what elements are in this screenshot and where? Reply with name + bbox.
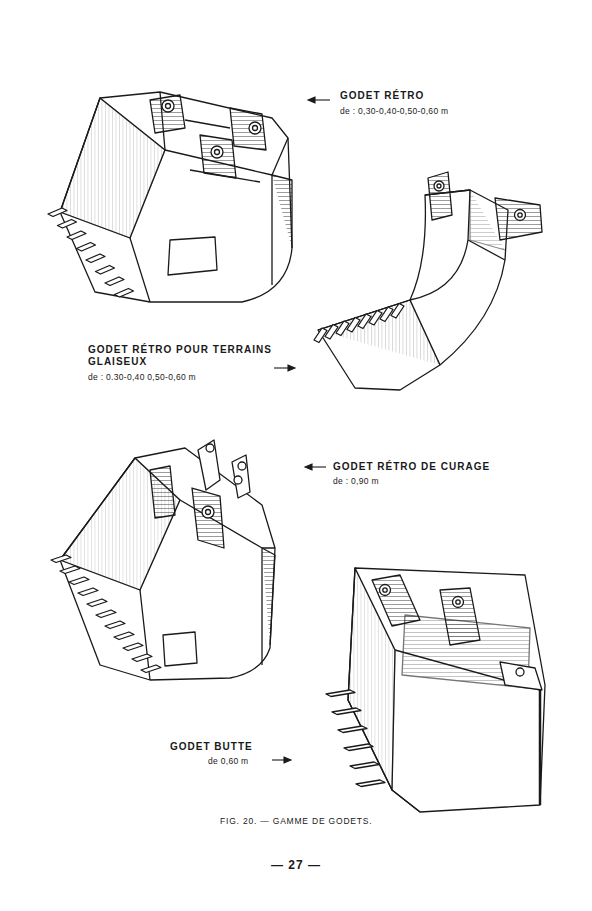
- bucket-tooth: [105, 621, 125, 629]
- bucket-name: GODET RÉTRO POUR TERRAINS GLAISEUX: [88, 344, 278, 368]
- bucket-name: GODET RÉTRO DE CURAGE: [333, 461, 490, 473]
- godet-glaiseux-drawing: [314, 172, 542, 390]
- size-range: de 0,60 m: [208, 756, 249, 767]
- size-range: de : 0,90 m: [333, 476, 379, 487]
- bucket-tooth: [96, 610, 116, 618]
- bucket-tooth: [332, 708, 361, 715]
- size-range: de : 0.30-0,40 0,50-0,60 m: [88, 372, 196, 383]
- bucket-tooth: [86, 254, 105, 263]
- bucket-tooth: [358, 314, 371, 329]
- bucket-tooth: [350, 762, 379, 769]
- bucket-tooth: [105, 277, 124, 286]
- bucket-tooth: [344, 744, 373, 751]
- godet-retro-drawing: [48, 92, 292, 302]
- bucket-tooth: [67, 231, 86, 240]
- bucket-name: GODET BUTTE: [170, 741, 253, 753]
- bucket-tooth: [123, 643, 143, 651]
- bucket-tooth: [132, 654, 152, 662]
- bucket-tooth: [114, 632, 134, 640]
- bucket-tooth: [369, 311, 382, 326]
- bucket-tooth: [96, 266, 115, 275]
- bucket-tooth: [78, 588, 98, 596]
- bucket-tooth: [87, 599, 107, 607]
- bucket-tooth: [60, 566, 80, 574]
- bucket-tooth: [51, 555, 71, 563]
- bucket-tooth: [380, 307, 393, 322]
- bucket-tooth: [347, 318, 360, 333]
- bucket-tooth: [391, 304, 404, 319]
- pointer-arrows: [272, 97, 330, 763]
- bucket-name: GODET RÉTRO: [340, 90, 424, 102]
- bucket-tooth: [338, 726, 367, 733]
- bucket-tooth: [336, 321, 349, 336]
- bucket-tooth: [77, 243, 96, 252]
- bucket-tooth: [326, 690, 355, 697]
- godet-butte-drawing: [326, 568, 545, 812]
- bucket-tooth: [325, 325, 338, 340]
- godet-curage-drawing: [51, 440, 275, 680]
- bucket-tooth: [115, 289, 134, 298]
- figure-caption: FIG. 20. — GAMME DE GODETS.: [220, 816, 372, 826]
- bucket-tooth: [69, 577, 89, 585]
- bucket-tooth: [356, 780, 385, 787]
- page-number: — 27 —: [271, 858, 321, 872]
- bucket-tooth: [314, 328, 327, 343]
- size-range: de : 0,30-0,40-0,50-0,60 m: [340, 106, 448, 117]
- bucket-tooth: [48, 208, 67, 217]
- bucket-tooth: [141, 665, 161, 673]
- bucket-tooth: [58, 220, 77, 229]
